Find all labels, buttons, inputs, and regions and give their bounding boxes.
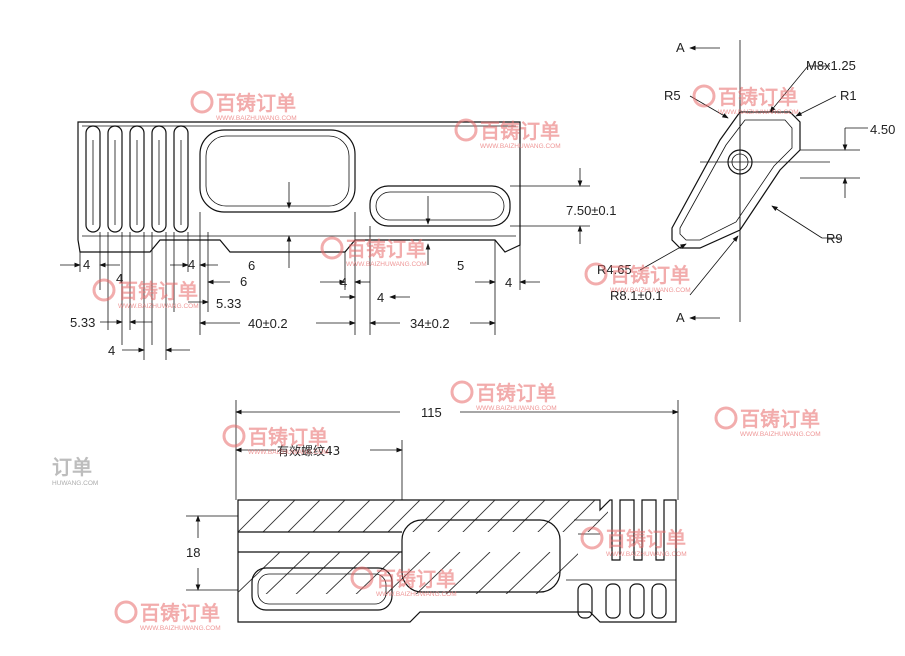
dim-4-a: 4 [83, 257, 90, 272]
hatch-lower [238, 552, 578, 594]
svg-text:WWW.BAIZHUWANG.COM: WWW.BAIZHUWANG.COM [476, 405, 557, 412]
watermark-9: 百铸订单 WWW.BAIZHUWANG.COM [222, 424, 329, 456]
dim-5-33-a: 5.33 [70, 315, 95, 330]
watermarks: 百铸订单 WWW.BAIZHUWANG.COM 百铸订单 WWW.BAIZHUW… [52, 84, 821, 632]
watermark-13-partial: 订单 HUWANG.COM [52, 455, 98, 487]
svg-text:百铸订单: 百铸订单 [248, 425, 328, 449]
dim-6-b: 6 [248, 258, 255, 273]
watermark-7: 百铸订单 WWW.BAIZHUWANG.COM [450, 380, 557, 412]
watermark-1: 百铸订单 WWW.BAIZHUWANG.COM [190, 90, 297, 122]
dim-4-c: 4 [188, 257, 195, 272]
svg-text:百铸订单: 百铸订单 [118, 279, 198, 303]
watermark-logo-icon [580, 526, 604, 550]
dim-5: 5 [457, 258, 464, 273]
dim-5-33-b: 5.33 [216, 296, 241, 311]
svg-text:HUWANG.COM: HUWANG.COM [52, 480, 98, 487]
dim-115: 115 [421, 405, 442, 420]
watermark-logo-icon [114, 600, 138, 624]
svg-text:百铸订单: 百铸订单 [740, 407, 820, 431]
watermark-3: 百铸订单 WWW.BAIZHUWANG.COM [692, 84, 799, 116]
watermark-5: 百铸订单 WWW.BAIZHUWANG.COM [92, 278, 199, 310]
section-view-a-a: 115 有效螺纹43 18 [186, 400, 679, 623]
svg-text:百铸订单: 百铸订单 [476, 381, 556, 405]
dim-7-50: 7.50±0.1 [566, 203, 617, 218]
section-mark-a-top: A [676, 40, 685, 55]
svg-text:WWW.BAIZHUWANG.COM: WWW.BAIZHUWANG.COM [248, 449, 329, 456]
watermark-logo-icon [190, 90, 214, 114]
dim-4-e: 4 [340, 275, 347, 290]
dim-r8-1: R8.1±0.1 [610, 288, 663, 303]
svg-text:WWW.BAIZHUWANG.COM: WWW.BAIZHUWANG.COM [376, 591, 457, 598]
svg-text:WWW.BAIZHUWANG.COM: WWW.BAIZHUWANG.COM [216, 115, 297, 122]
watermark-logo-icon [714, 406, 738, 430]
dim-r9: R9 [826, 231, 843, 246]
dim-r1: R1 [840, 88, 857, 103]
dim-4-d: 4 [108, 343, 115, 358]
watermark-logo-icon [692, 84, 716, 108]
svg-text:百铸订单: 百铸订单 [610, 263, 690, 287]
watermark-6: 百铸订单 WWW.BAIZHUWANG.COM [584, 262, 691, 294]
svg-text:WWW.BAIZHUWANG.COM: WWW.BAIZHUWANG.COM [118, 303, 199, 310]
dim-34: 34±0.2 [410, 316, 450, 331]
watermark-logo-icon [320, 236, 344, 260]
section-mark-a-bottom: A [676, 310, 685, 325]
svg-text:百铸订单: 百铸订单 [140, 601, 220, 625]
watermark-11: 百铸订单 WWW.BAIZHUWANG.COM [350, 566, 457, 598]
dim-4-f: 4 [377, 290, 384, 305]
dim-4-50: 4.50 [870, 122, 895, 137]
dim-40: 40±0.2 [248, 316, 288, 331]
svg-text:WWW.BAIZHUWANG.COM: WWW.BAIZHUWANG.COM [610, 287, 691, 294]
watermark-10: 百铸订单 WWW.BAIZHUWANG.COM [580, 526, 687, 558]
svg-text:百铸订单: 百铸订单 [376, 567, 456, 591]
dim-4-g: 4 [505, 275, 512, 290]
svg-text:WWW.BAIZHUWANG.COM: WWW.BAIZHUWANG.COM [480, 143, 561, 150]
watermark-logo-icon [92, 278, 116, 302]
watermark-logo-icon [450, 380, 474, 404]
svg-text:WWW.BAIZHUWANG.COM: WWW.BAIZHUWANG.COM [718, 109, 799, 116]
watermark-logo-icon [454, 118, 478, 142]
svg-text:百铸订单: 百铸订单 [216, 91, 296, 115]
watermark-4: 百铸订单 WWW.BAIZHUWANG.COM [320, 236, 427, 268]
front-view: 4 4 4 6 6 5.33 5.33 4 40±0.2 34±0.2 4 4 … [60, 121, 617, 360]
dim-r5: R5 [664, 88, 681, 103]
dim-6-a: 6 [240, 274, 247, 289]
svg-text:百铸订单: 百铸订单 [346, 237, 426, 261]
svg-text:WWW.BAIZHUWANG.COM: WWW.BAIZHUWANG.COM [740, 431, 821, 438]
svg-text:百铸订单: 百铸订单 [480, 119, 560, 143]
side-view: A A M8x1.25 R5 R1 4.50 R9 R4.65 R8.1±0.1 [597, 40, 895, 325]
watermark-8: 百铸订单 WWW.BAIZHUWANG.COM [714, 406, 821, 438]
svg-text:订单: 订单 [52, 455, 92, 479]
watermark-logo-icon [584, 262, 608, 286]
watermark-2: 百铸订单 WWW.BAIZHUWANG.COM [454, 118, 561, 150]
watermark-12: 百铸订单 WWW.BAIZHUWANG.COM [114, 600, 221, 632]
svg-text:百铸订单: 百铸订单 [718, 85, 798, 109]
watermark-logo-icon [350, 566, 374, 590]
watermark-logo-icon [222, 424, 246, 448]
svg-text:百铸订单: 百铸订单 [606, 527, 686, 551]
svg-text:WWW.BAIZHUWANG.COM: WWW.BAIZHUWANG.COM [346, 261, 427, 268]
dim-thread-length: 有效螺纹43 [277, 443, 340, 458]
dim-18: 18 [186, 545, 200, 560]
dim-m8: M8x1.25 [806, 58, 856, 73]
svg-text:WWW.BAIZHUWANG.COM: WWW.BAIZHUWANG.COM [140, 625, 221, 632]
dim-4-b: 4 [116, 271, 123, 286]
svg-text:WWW.BAIZHUWANG.COM: WWW.BAIZHUWANG.COM [606, 551, 687, 558]
